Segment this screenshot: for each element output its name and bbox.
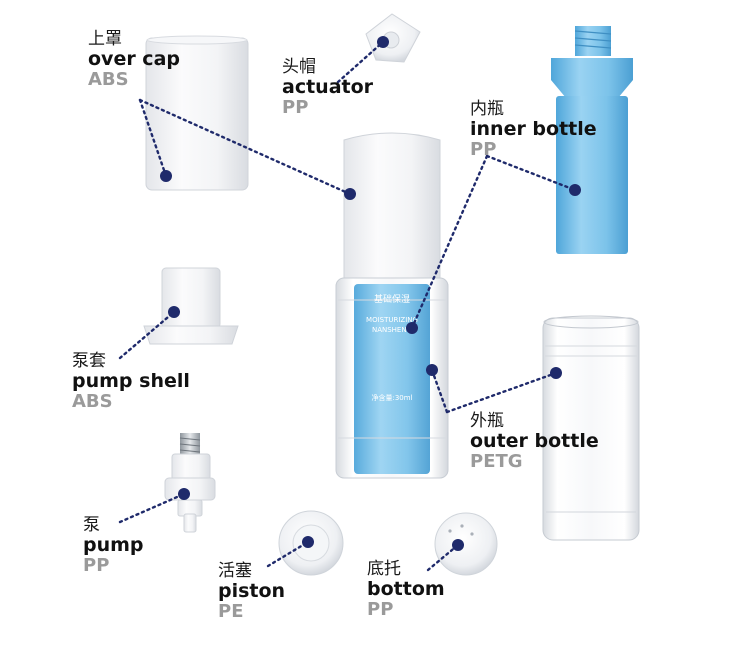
bottom-part bbox=[434, 512, 498, 576]
bottle-print-brand: NANSHENG bbox=[372, 326, 412, 334]
actuator-cn: 头帽 bbox=[282, 57, 316, 77]
piston-cn: 活塞 bbox=[218, 561, 252, 581]
dot-inner-bottle-assembled bbox=[406, 322, 418, 334]
piston-en: piston bbox=[218, 580, 286, 603]
pump-shell-part bbox=[143, 267, 239, 345]
outer-bottle-material: PETG bbox=[470, 451, 523, 473]
dot-pump-shell bbox=[168, 306, 180, 318]
pump-material: PP bbox=[83, 555, 110, 577]
callout-actuator: 头帽 actuator PP bbox=[282, 57, 374, 119]
leader-outer-bottle bbox=[445, 371, 558, 414]
callout-over-cap: 上罩 over cap ABS bbox=[88, 29, 180, 91]
leader-piston bbox=[266, 540, 310, 568]
pump-shell-material: ABS bbox=[72, 391, 113, 413]
over-cap-part bbox=[145, 35, 249, 191]
bottle-print-volume: 净含量:30ml bbox=[371, 393, 412, 402]
actuator-material: PP bbox=[282, 97, 309, 119]
leader-outer-bottle-assembled bbox=[430, 368, 449, 414]
bottom-cn: 底托 bbox=[367, 559, 401, 579]
callout-inner-bottle: 内瓶 inner bottle PP bbox=[470, 99, 597, 161]
inner-bottle-en: inner bottle bbox=[470, 118, 597, 141]
callout-bottom: 底托 bottom PP bbox=[367, 559, 445, 621]
pump-shell-en: pump shell bbox=[72, 370, 190, 393]
leader-over-cap-a bbox=[138, 98, 168, 178]
outer-bottle-cn: 外瓶 bbox=[470, 411, 504, 431]
bottom-en: bottom bbox=[367, 578, 445, 601]
dot-over-cap-assembled bbox=[344, 188, 356, 200]
dot-over-cap bbox=[160, 170, 172, 182]
assembled-bottle: 基础保湿 MOISTURIZING NANSHENG 净含量:30ml bbox=[335, 132, 449, 479]
pump-part bbox=[164, 433, 216, 533]
leader-pump bbox=[118, 492, 186, 524]
pump-cn: 泵 bbox=[83, 515, 100, 535]
pump-en: pump bbox=[83, 534, 144, 557]
callout-pump: 泵 pump PP bbox=[83, 515, 144, 577]
marker-dots bbox=[160, 36, 581, 551]
leader-bottom bbox=[426, 543, 460, 572]
dot-pump bbox=[178, 488, 190, 500]
bottom-material: PP bbox=[367, 599, 394, 621]
leader-over-cap-b bbox=[138, 98, 352, 196]
leader-actuator bbox=[336, 40, 385, 84]
leader-pump-shell bbox=[118, 310, 176, 360]
dot-outer-bottle-assembled bbox=[426, 364, 438, 376]
bottle-print-cn: 基础保湿 bbox=[374, 293, 410, 305]
leader-lines bbox=[118, 40, 577, 572]
bottle-print-en: MOISTURIZING bbox=[366, 316, 418, 324]
over-cap-en: over cap bbox=[88, 48, 180, 71]
dot-outer-bottle bbox=[550, 367, 562, 379]
actuator-en: actuator bbox=[282, 76, 374, 99]
pump-shell-cn: 泵套 bbox=[72, 351, 106, 371]
leader-inner-bottle bbox=[485, 154, 577, 192]
dot-piston bbox=[302, 536, 314, 548]
callout-outer-bottle: 外瓶 outer bottle PETG bbox=[470, 411, 599, 473]
dot-actuator bbox=[377, 36, 389, 48]
over-cap-material: ABS bbox=[88, 69, 129, 91]
callout-pump-shell: 泵套 pump shell ABS bbox=[72, 351, 190, 413]
actuator-part bbox=[365, 13, 421, 63]
leader-inner-bottle-assembled bbox=[410, 154, 489, 330]
callout-piston: 活塞 piston PE bbox=[218, 561, 286, 623]
outer-bottle-part bbox=[542, 315, 640, 541]
dot-bottom bbox=[452, 539, 464, 551]
inner-bottle-part bbox=[551, 26, 633, 254]
inner-bottle-cn: 内瓶 bbox=[470, 99, 504, 119]
over-cap-cn: 上罩 bbox=[88, 29, 122, 49]
piston-material: PE bbox=[218, 601, 244, 623]
outer-bottle-en: outer bottle bbox=[470, 430, 599, 453]
dot-inner-bottle bbox=[569, 184, 581, 196]
inner-bottle-material: PP bbox=[470, 139, 497, 161]
